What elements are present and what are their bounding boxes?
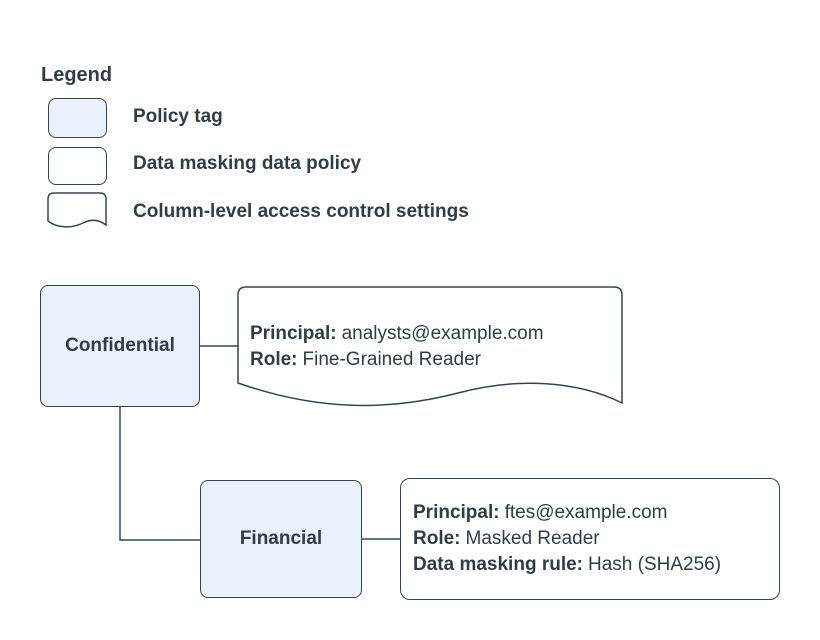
- annotation-line: Data masking rule:Hash (SHA256): [413, 552, 779, 578]
- legend-title: Legend: [41, 64, 113, 86]
- annotation-line-label: Role:: [250, 349, 298, 370]
- legend-swatch-policy-tag: [48, 98, 107, 138]
- annotation-financial-policy-shape: Principal:ftes@example.com Role:Masked R…: [400, 478, 780, 600]
- annotation-line: Role:Fine-Grained Reader: [250, 347, 544, 373]
- annotation-line: Principal:analysts@example.com: [250, 321, 544, 347]
- annotation-line-value: Fine-Grained Reader: [302, 349, 481, 370]
- annotation-line-value: Hash (SHA256): [588, 554, 722, 575]
- annotation-confidential-access-shape: [237, 286, 623, 407]
- legend-swatch-data-policy: [48, 147, 107, 185]
- annotation-line-label: Principal:: [413, 502, 500, 523]
- legend-label-document: Column-level access control settings: [133, 201, 469, 222]
- document-wave-shape: [47, 192, 107, 228]
- node-financial-label: Financial: [239, 528, 323, 549]
- annotation-line-value: analysts@example.com: [341, 323, 544, 344]
- connector-confidential-to-financial: [119, 407, 200, 541]
- legend-label-data-policy: Data masking data policy: [133, 153, 362, 174]
- node-confidential: Confidential: [40, 285, 200, 407]
- annotation-line-label: Principal:: [250, 323, 337, 344]
- annotation-confidential-access-text: Principal:analysts@example.com Role:Fine…: [250, 321, 544, 373]
- legend-label-policy-tag: Policy tag: [133, 106, 223, 127]
- annotation-line-value: ftes@example.com: [504, 502, 668, 523]
- node-financial: Financial: [200, 480, 362, 598]
- annotation-line-label: Role:: [413, 528, 461, 549]
- annotation-line-value: Masked Reader: [465, 528, 600, 549]
- legend-swatch-document: [47, 192, 107, 228]
- node-confidential-label: Confidential: [65, 335, 175, 356]
- annotation-line: Principal:ftes@example.com: [413, 500, 779, 526]
- annotation-line: Role:Masked Reader: [413, 526, 779, 552]
- annotation-line-label: Data masking rule:: [413, 554, 583, 575]
- annotation-financial-policy-text: Principal:ftes@example.com Role:Masked R…: [413, 500, 779, 578]
- document-wave-shape: [237, 286, 623, 407]
